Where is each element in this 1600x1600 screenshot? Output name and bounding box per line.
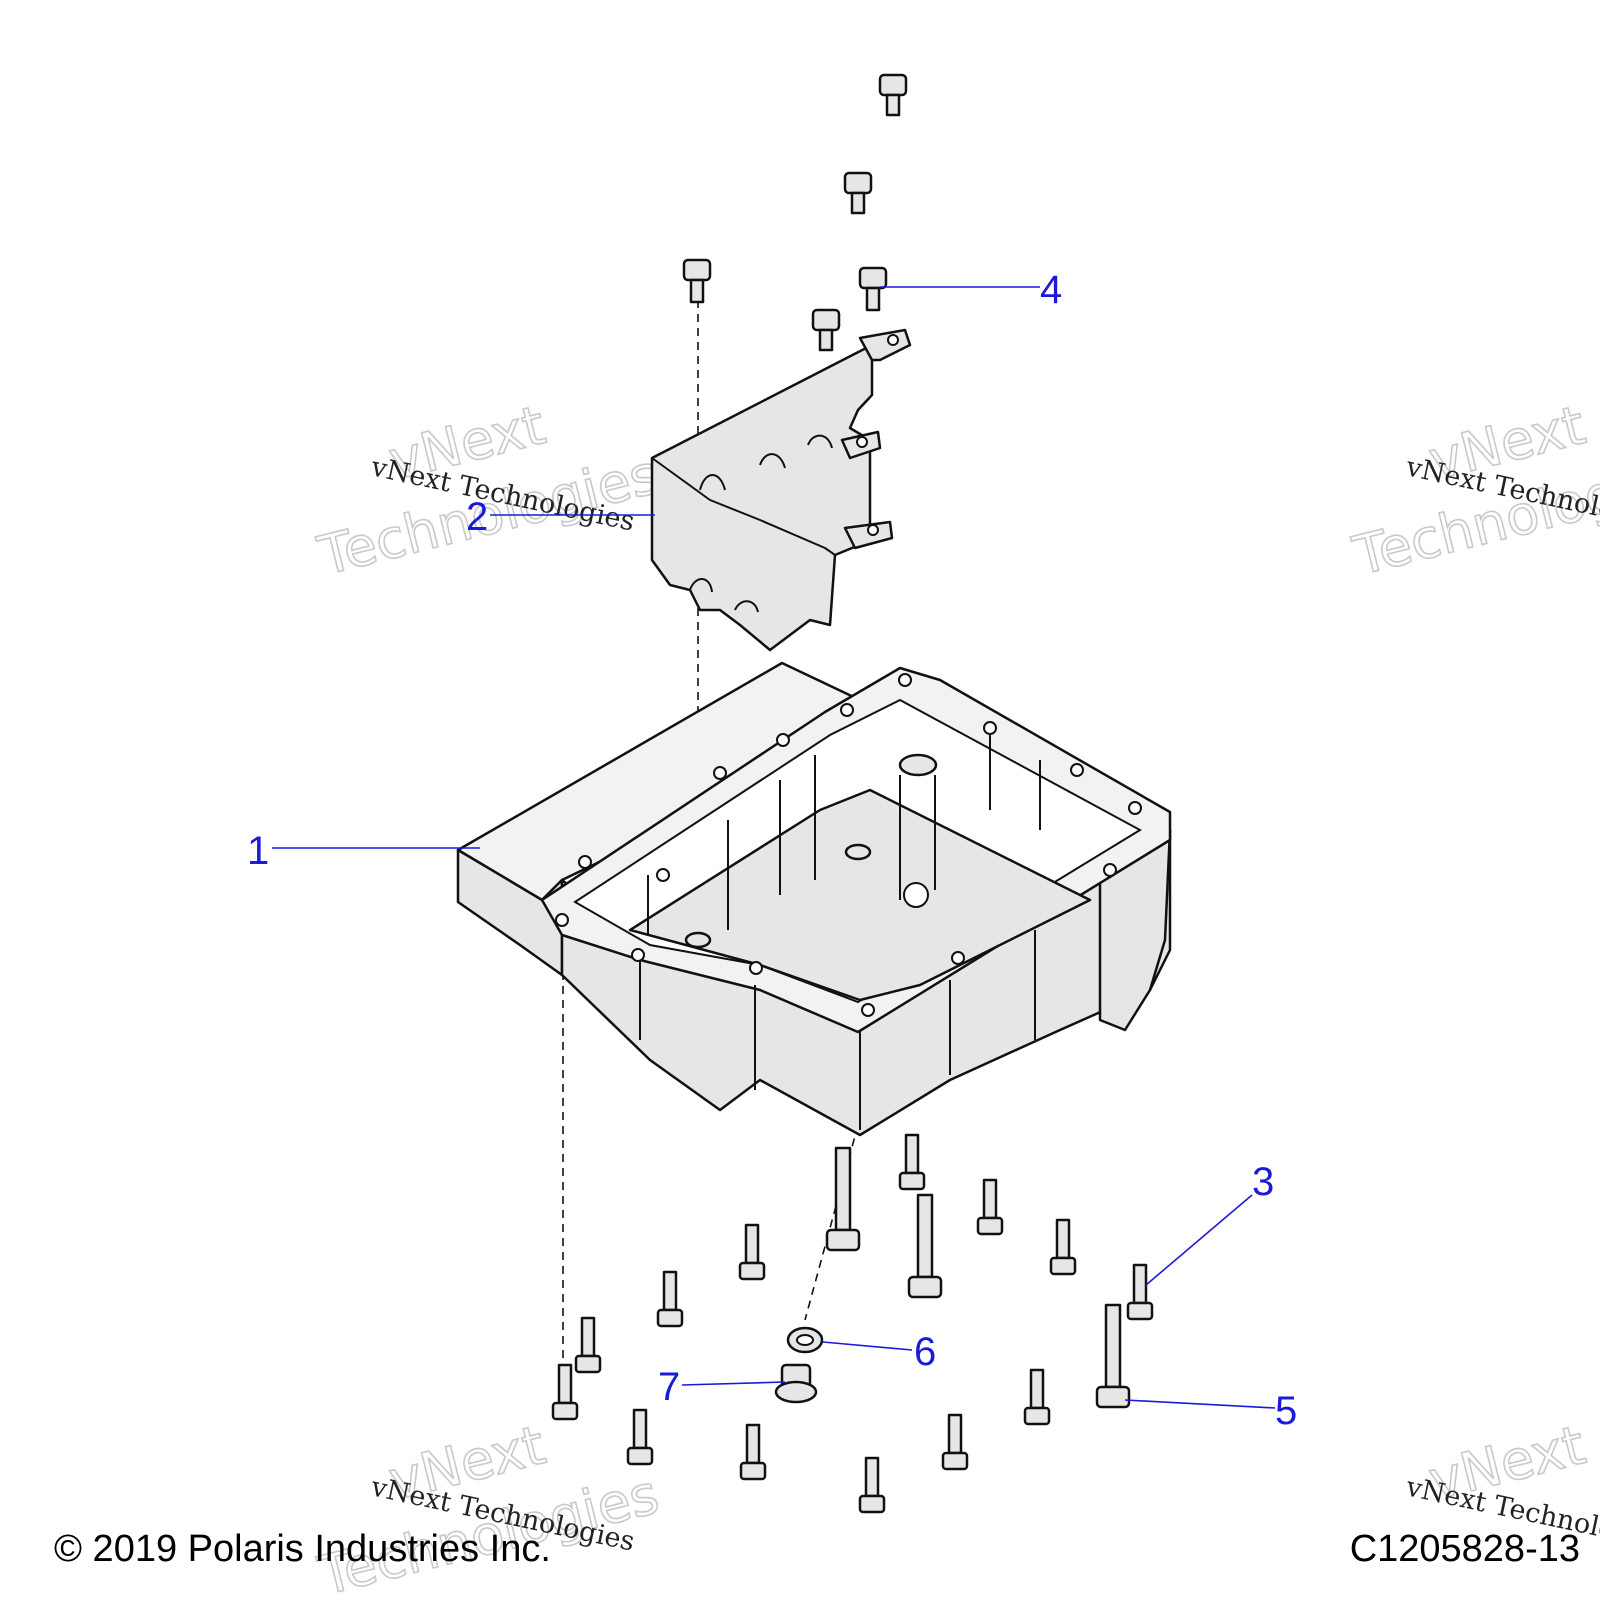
leader-5 [1124,1399,1276,1409]
bolt [574,1316,602,1374]
bolt [551,1363,579,1421]
long-bolts [825,1146,1131,1409]
callout-5[interactable]: 5 [1275,1389,1297,1433]
bolt [1049,1218,1077,1276]
bolt [656,1270,684,1328]
leader-6 [822,1341,913,1351]
callout-6[interactable]: 6 [914,1330,936,1374]
bolt [1126,1263,1154,1321]
long-bolt [825,1146,861,1252]
watermark-top-left: vNext Technologies vNext Technologies [311,393,665,589]
callout-3[interactable]: 3 [1252,1160,1274,1204]
baffle-plate [650,328,912,652]
copyright-text: © 2019 Polaris Industries Inc. [54,1528,551,1570]
bolt [843,171,873,215]
callout-1[interactable]: 1 [247,829,269,873]
callout-7[interactable]: 7 [658,1365,680,1409]
bottom-bolts [551,1133,1154,1514]
bolt [878,73,908,117]
bolt [976,1178,1004,1236]
drain-washer [786,1326,824,1354]
bolt [739,1423,767,1481]
bolt [738,1223,766,1281]
drain-plug [774,1363,818,1404]
oil-pan [456,661,1172,1137]
leader-7 [681,1381,786,1386]
callout-2[interactable]: 2 [466,495,488,539]
bolt [682,258,712,304]
bolt [1023,1368,1051,1426]
bolt [898,1133,926,1191]
bolt [858,266,888,312]
watermark-top-right: vNext Technologies vNext Technologies [1346,393,1600,589]
bolt [941,1413,969,1471]
watermark-bottom-left: vNext Technologies vNext Technologies [311,1413,665,1600]
leader-3 [1145,1194,1253,1286]
bolt [858,1456,886,1514]
drawing-code: C1205828-13 [1349,1528,1580,1570]
callout-4[interactable]: 4 [1040,268,1062,312]
bolt [811,308,841,352]
long-bolt [907,1193,943,1299]
long-bolt [1095,1303,1131,1409]
bolt [626,1408,654,1466]
